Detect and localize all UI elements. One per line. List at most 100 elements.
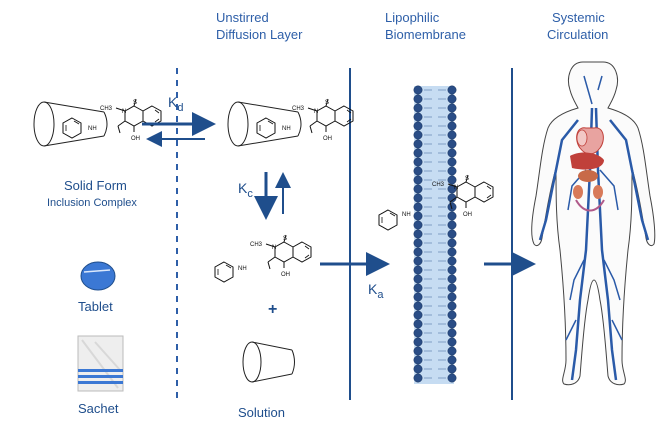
bilayer-beads bbox=[413, 85, 457, 383]
lipid-head bbox=[447, 256, 457, 266]
atom-n-membrane: N bbox=[454, 185, 458, 191]
atom-oh-solid: OH bbox=[131, 136, 140, 142]
label-inclusion-complex: Inclusion Complex bbox=[47, 197, 137, 209]
lipid-head bbox=[447, 301, 457, 311]
lipid-head bbox=[447, 283, 457, 293]
cyclodextrin-empty bbox=[242, 341, 295, 383]
lipid-head bbox=[413, 139, 423, 149]
lipid-head bbox=[447, 220, 457, 230]
lipid-head bbox=[413, 184, 423, 194]
lipid-head bbox=[447, 157, 457, 167]
lipid-head bbox=[447, 274, 457, 284]
label-plus: + bbox=[268, 301, 277, 318]
lipid-head bbox=[413, 238, 423, 248]
lipid-head bbox=[413, 265, 423, 275]
atom-methyl-membrane: CH3 bbox=[432, 182, 445, 188]
lipid-head bbox=[447, 355, 457, 365]
atom-s-solid: S bbox=[133, 100, 137, 106]
atom-methyl-solid: CH3 bbox=[100, 106, 113, 112]
lipid-head bbox=[447, 328, 457, 338]
lipid-head bbox=[447, 202, 457, 212]
lipid-head bbox=[413, 364, 423, 374]
atom-oh-solution: OH bbox=[281, 272, 290, 278]
free-drug-solution: NH CH3 N S OH bbox=[214, 234, 312, 283]
lipid-head bbox=[447, 85, 457, 95]
atom-n-diffusion: N bbox=[314, 109, 318, 115]
header-diffusion-line1: Unstirred bbox=[216, 10, 269, 25]
inclusion-complex-diffusion: NH CH3 N S OH bbox=[227, 98, 354, 147]
header-circulation-line2: Circulation bbox=[547, 27, 608, 42]
atom-n-solution: N bbox=[272, 245, 276, 251]
atom-methyl-solution: CH3 bbox=[250, 242, 263, 248]
lipid-head bbox=[447, 229, 457, 239]
atom-nh-membrane: NH bbox=[402, 212, 411, 218]
lipid-head bbox=[447, 130, 457, 140]
header-membrane-line1: Lipophilic bbox=[385, 10, 440, 25]
lipid-head bbox=[413, 346, 423, 356]
rate-kc: Kc bbox=[238, 180, 253, 200]
lipid-head bbox=[447, 346, 457, 356]
atom-methyl-diffusion: CH3 bbox=[292, 106, 305, 112]
lipid-head bbox=[447, 211, 457, 221]
lipid-head bbox=[413, 175, 423, 185]
lipid-head bbox=[447, 112, 457, 122]
atom-oh-membrane: OH bbox=[463, 212, 472, 218]
lipid-head bbox=[413, 337, 423, 347]
rate-ka: Ka bbox=[368, 281, 384, 301]
lipid-head bbox=[413, 130, 423, 140]
lipid-head bbox=[447, 247, 457, 257]
atom-nh-diffusion: NH bbox=[282, 126, 291, 132]
lipid-head bbox=[413, 274, 423, 284]
lipid-head bbox=[447, 184, 457, 194]
header-membrane-line2: Biomembrane bbox=[385, 27, 466, 42]
lipid-head bbox=[447, 373, 457, 383]
label-solution: Solution bbox=[238, 405, 285, 420]
sachet-icon bbox=[77, 335, 124, 392]
lipid-head bbox=[413, 355, 423, 365]
atom-s-diffusion: S bbox=[325, 100, 329, 106]
lipid-head bbox=[413, 319, 423, 329]
lipid-head bbox=[413, 301, 423, 311]
label-solid-form: Solid Form bbox=[64, 178, 127, 193]
human-body-circulation bbox=[531, 61, 656, 386]
lipid-head bbox=[447, 238, 457, 248]
drug-in-membrane: NH CH3 N S OH bbox=[378, 174, 494, 231]
lipid-head bbox=[447, 292, 457, 302]
lipid-head bbox=[447, 175, 457, 185]
lipid-head bbox=[413, 283, 423, 293]
label-tablet: Tablet bbox=[78, 299, 113, 314]
lipid-head bbox=[413, 220, 423, 230]
lipid-head bbox=[413, 94, 423, 104]
lipid-head bbox=[413, 202, 423, 212]
lipid-head bbox=[447, 166, 457, 176]
atom-s-solution: S bbox=[283, 236, 287, 242]
lipid-head bbox=[413, 256, 423, 266]
lipid-head bbox=[413, 247, 423, 257]
lipid-head bbox=[447, 148, 457, 158]
atom-n-solid: N bbox=[122, 109, 126, 115]
rate-kd: Kd bbox=[168, 94, 183, 114]
lipid-head bbox=[413, 148, 423, 158]
atom-oh-diffusion: OH bbox=[323, 136, 332, 142]
lipid-head bbox=[447, 121, 457, 131]
lipid-head bbox=[413, 112, 423, 122]
lipid-head bbox=[413, 85, 423, 95]
lipid-head bbox=[413, 166, 423, 176]
lipid-bilayer bbox=[413, 85, 457, 384]
lipid-head bbox=[413, 310, 423, 320]
lipid-head bbox=[413, 193, 423, 203]
inclusion-complex-solid: NH CH3 N S OH bbox=[33, 98, 162, 147]
header-circulation-line1: Systemic bbox=[552, 10, 605, 25]
atom-nh-solution: NH bbox=[238, 266, 247, 272]
lipid-head bbox=[447, 319, 457, 329]
tablet-icon bbox=[80, 261, 116, 291]
lipid-head bbox=[447, 103, 457, 113]
atom-nh-solid: NH bbox=[88, 126, 97, 132]
lipid-head bbox=[413, 328, 423, 338]
lipid-head bbox=[413, 157, 423, 167]
lipid-head bbox=[447, 265, 457, 275]
label-sachet: Sachet bbox=[78, 401, 119, 416]
lipid-head bbox=[447, 364, 457, 374]
